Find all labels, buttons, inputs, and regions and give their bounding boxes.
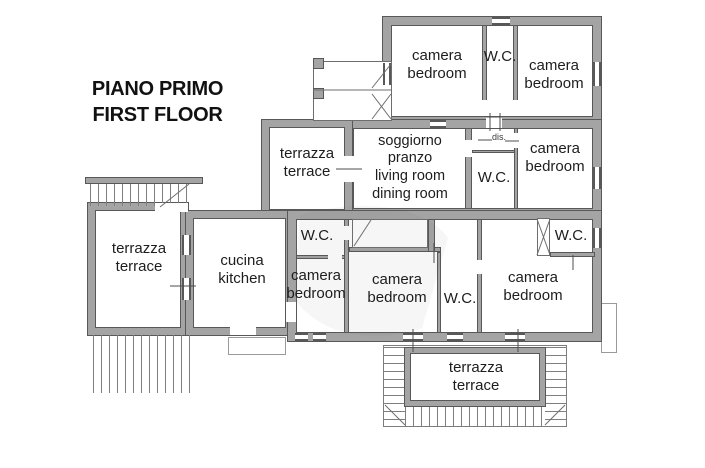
- door-opening: [230, 327, 256, 335]
- block-terrace-left: [87, 202, 189, 336]
- room-label-line: terrace: [283, 163, 331, 180]
- room-label-terrace-bottom: terrazza terrace: [407, 354, 545, 400]
- room-label-line: bedroom: [503, 287, 563, 304]
- room-label-wc-bottom-center: W.C.: [437, 289, 483, 309]
- room-label-bedroom-top-right: camera bedroom: [511, 50, 597, 100]
- room-label-line: camera: [528, 56, 580, 74]
- room-label-line: bedroom: [525, 158, 585, 175]
- room-label-line: terrace: [452, 377, 500, 394]
- door-opening: [486, 118, 502, 128]
- room-label-line: terrazza: [279, 144, 335, 162]
- window-marker: [313, 333, 326, 341]
- room-label-terrace-left: terrazza terrace: [90, 234, 188, 282]
- wall-segment: [85, 177, 203, 184]
- room-label-bedroom-middle-right: camera bedroom: [514, 134, 596, 182]
- railing: [405, 405, 545, 426]
- room-label-bedroom-bottom-center: camera bedroom: [352, 266, 442, 312]
- room-label-line: W.C.: [554, 226, 588, 244]
- room-label-kitchen: cucina kitchen: [192, 246, 292, 294]
- window-marker: [403, 333, 423, 341]
- room-label-line: bedroom: [286, 285, 346, 302]
- window-marker: [383, 63, 391, 85]
- room-label-terrace-upper: terrazza terrace: [264, 140, 350, 186]
- room-label-line: terrazza: [448, 358, 504, 376]
- room-label-line: terrace: [115, 258, 163, 275]
- wall-segment: [472, 150, 518, 153]
- room-label-line: W.C.: [300, 226, 334, 244]
- door-opening: [513, 100, 518, 116]
- wall-segment: [477, 219, 482, 333]
- room-label-line: terrazza: [111, 239, 167, 257]
- staircase-internal: [352, 219, 428, 248]
- staircase-external-top: [313, 61, 392, 121]
- door-opening: [482, 100, 487, 116]
- room-label-line: kitchen: [218, 270, 266, 287]
- window-marker: [492, 17, 510, 25]
- wall-segment: [514, 128, 518, 209]
- plan-title-line2: FIRST FLOOR: [92, 104, 223, 126]
- plan-title-line1: PIANO PRIMO: [91, 78, 224, 100]
- room-label-line: dis.: [491, 132, 506, 143]
- room-label-line: soggiorno: [378, 132, 442, 149]
- room-label-wc-top: W.C.: [477, 46, 523, 68]
- window-marker: [295, 333, 308, 341]
- room-label-line: dining room: [372, 185, 448, 202]
- room-label-line: camera: [411, 46, 463, 64]
- window-marker: [593, 167, 601, 189]
- room-label-line: living room: [374, 168, 446, 184]
- room-label-bedroom-top-left: camera bedroom: [391, 40, 483, 90]
- room-label-line: camera: [529, 139, 581, 157]
- window-marker: [447, 333, 463, 341]
- room-label-line: cucina: [220, 251, 264, 269]
- room-label-living-dining: soggiorno pranzo living room dining room: [352, 126, 468, 210]
- window-marker: [505, 333, 525, 341]
- room-label-line: bedroom: [524, 75, 584, 92]
- wall-segment: [513, 25, 518, 117]
- stair-pillar: [313, 88, 324, 99]
- wall-segment: [465, 128, 472, 209]
- room-label-line: camera: [507, 268, 559, 286]
- room-label-line: W.C.: [483, 47, 517, 65]
- window-marker: [593, 62, 601, 86]
- railing: [383, 347, 405, 425]
- room-label-line: W.C.: [477, 168, 511, 186]
- room-label-line: bedroom: [367, 289, 427, 306]
- balcony-outline: [228, 337, 286, 355]
- door-opening: [328, 255, 342, 259]
- stair-pillar: [313, 58, 324, 69]
- wall-segment: [344, 219, 349, 333]
- wall-segment: [428, 219, 435, 252]
- wall-segment: [550, 252, 595, 257]
- door-opening: [477, 260, 482, 274]
- door-opening: [344, 226, 349, 240]
- wall-segment: [482, 25, 487, 117]
- room-label-line: pranzo: [387, 150, 433, 167]
- window-marker: [182, 235, 191, 255]
- door-opening: [465, 140, 472, 157]
- door-opening: [286, 302, 296, 322]
- wall-segment: [296, 255, 345, 259]
- room-label-line: camera: [371, 270, 423, 288]
- door-opening: [155, 203, 188, 212]
- plan-title: PIANO PRIMO FIRST FLOOR: [75, 76, 240, 128]
- room-label-wc-far-right: W.C.: [549, 226, 593, 246]
- side-structure-outline: [601, 303, 617, 353]
- room-label-dis: dis.: [485, 131, 513, 144]
- window-marker: [182, 278, 191, 300]
- room-label-wc-middle: W.C.: [472, 167, 516, 189]
- room-label-bedroom-bottom-left: camera bedroom: [272, 262, 360, 308]
- block-terrace-bottom: [404, 347, 546, 407]
- room-label-line: W.C.: [443, 289, 477, 307]
- room-label-line: bedroom: [407, 65, 467, 82]
- railing: [545, 347, 567, 425]
- room-label-wc-bottom-left: W.C.: [294, 226, 340, 246]
- railing-below-terrace: [93, 335, 190, 393]
- room-label-line: camera: [290, 266, 342, 284]
- wall-segment: [437, 252, 441, 333]
- window-marker: [593, 228, 601, 248]
- window-marker: [430, 120, 446, 128]
- room-label-bedroom-bottom-right: camera bedroom: [488, 264, 578, 310]
